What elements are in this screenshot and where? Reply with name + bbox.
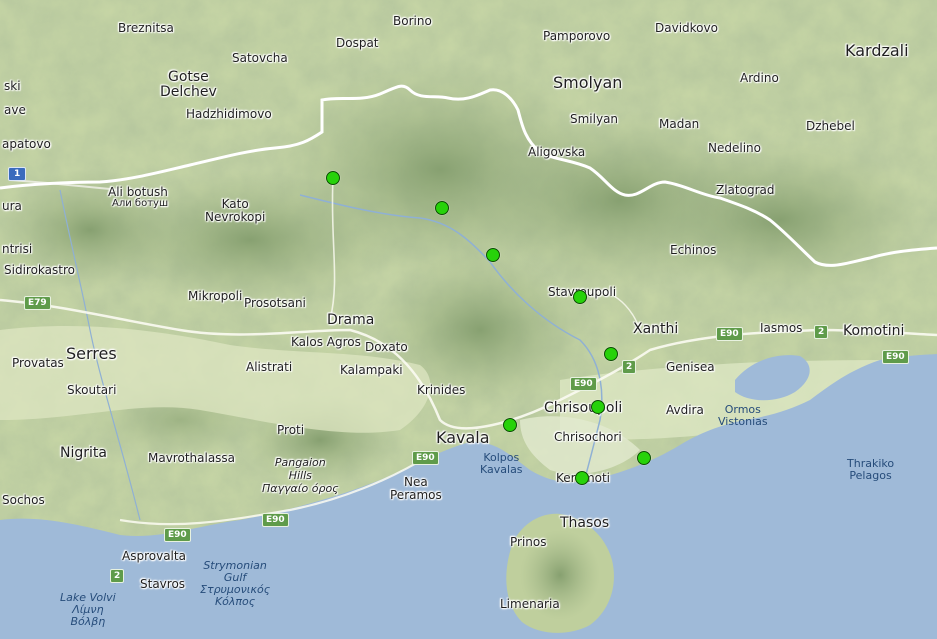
vistonida-lagoon [735, 355, 810, 401]
place-label-ski: ski [4, 79, 21, 93]
road-shield-e90-east: E90 [716, 327, 743, 341]
road-shield-e90-kavala: E90 [412, 451, 439, 465]
place-label-ali-botush-gr: Али ботуш [112, 198, 169, 209]
place-label-ntrisi: ntrisi [2, 242, 33, 256]
place-label-doxato: Doxato [365, 340, 408, 354]
place-label-drama: Drama [327, 312, 375, 328]
place-label-pamporovo: Pamporovo [543, 29, 611, 43]
nestos-delta [520, 416, 640, 474]
place-label-ave: ave [4, 103, 26, 117]
place-label-thasos: Thasos [560, 515, 610, 531]
road-shield-e90-west1: E90 [164, 528, 191, 542]
place-label-genisea: Genisea [666, 360, 715, 374]
map-marker-m7[interactable] [503, 418, 517, 432]
serres-drama-plain [0, 325, 431, 433]
place-label-davidkovo: Davidkovo [655, 21, 718, 35]
place-label-apatovo: apatovo [2, 137, 51, 151]
road-shield-e90-west2: E90 [262, 513, 289, 527]
place-label-satovcha: Satovcha [232, 51, 288, 65]
place-label-ali-botush: Ali botush [108, 185, 168, 199]
nestos-river [299, 194, 603, 479]
road-shield-e79: E79 [24, 296, 51, 310]
place-label-ardino: Ardino [740, 71, 779, 85]
place-label-avdira: Avdira [666, 403, 704, 417]
place-label-xanthi: Xanthi [633, 321, 679, 337]
lake-volvi [0, 582, 119, 611]
place-label-chrisochori: Chrisochori [554, 430, 622, 444]
place-label-kardzali: Kardzali [845, 41, 909, 60]
aegean-sea [0, 354, 937, 639]
place-label-kalampaki: Kalampaki [340, 363, 403, 377]
place-label-nigrita: Nigrita [60, 445, 107, 461]
place-label-skoutari: Skoutari [67, 383, 117, 397]
map-marker-m2[interactable] [435, 201, 449, 215]
place-label-komotini: Komotini [843, 323, 905, 339]
place-label-kalos-agros: Kalos Agros [291, 335, 361, 349]
place-label-sidirokastro: Sidirokastro [4, 263, 75, 277]
place-label-ura: ura [2, 199, 22, 213]
greece-bulgaria-border [0, 84, 937, 267]
map-marker-m3[interactable] [486, 248, 500, 262]
place-label-hadzhidimovo: Hadzhidimovo [186, 107, 272, 121]
place-label-borino: Borino [393, 14, 432, 28]
road-shield-a2-west: 2 [110, 569, 125, 583]
road-shield-e90-komotini: E90 [882, 350, 909, 364]
map-marker-m1[interactable] [326, 171, 340, 185]
place-label-mavrothalassa: Mavrothalassa [148, 451, 236, 465]
place-label-provatas: Provatas [12, 356, 64, 370]
place-label-prinos: Prinos [510, 535, 547, 549]
road-shield-e90-xanthi: E90 [570, 377, 597, 391]
place-label-sochos: Sochos [2, 493, 45, 507]
place-label-prosotsani: Prosotsani [244, 296, 306, 310]
road-shield-a2-xanthi: 2 [622, 360, 637, 374]
place-label-chrisoupoli: Chrisoupoli [544, 400, 623, 416]
place-label-proti: Proti [277, 423, 305, 437]
place-label-kavala: Kavala [436, 428, 490, 447]
place-label-madan: Madan [659, 117, 700, 131]
place-label-smilyan: Smilyan [570, 112, 619, 126]
place-label-dospat: Dospat [336, 36, 379, 50]
road-shield-a2-komotini: 2 [814, 325, 829, 339]
place-label-nedelino: Nedelino [708, 141, 761, 155]
place-label-serres: Serres [66, 344, 117, 363]
map-marker-m9[interactable] [575, 471, 589, 485]
e90-road [0, 298, 937, 430]
place-label-alistrati: Alistrati [246, 360, 293, 374]
place-label-iasmos: Iasmos [760, 321, 803, 335]
map-marker-m5[interactable] [604, 347, 618, 361]
place-label-asprovalta: Asprovalta [122, 549, 186, 563]
road-shield-bg-1: 1 [8, 167, 27, 181]
place-label-limenaria: Limenaria [500, 597, 560, 611]
place-label-zlatograd: Zlatograd [716, 183, 775, 197]
map-marker-m8[interactable] [637, 451, 651, 465]
place-label-mikropoli: Mikropoli [188, 289, 243, 303]
place-label-smolyan-big: Smolyan [553, 73, 623, 92]
map-marker-m4[interactable] [573, 290, 587, 304]
place-label-echinos: Echinos [670, 243, 717, 257]
place-label-breznitsa: Breznitsa [118, 21, 174, 35]
map-marker-m6[interactable] [591, 400, 605, 414]
strymonas-river [59, 189, 141, 521]
place-label-krinides: Krinides [417, 383, 466, 397]
place-label-dzhebel: Dzhebel [806, 119, 855, 133]
place-label-stavros: Stavros [140, 577, 186, 591]
place-label-aligovska: Aligovska [528, 145, 586, 159]
